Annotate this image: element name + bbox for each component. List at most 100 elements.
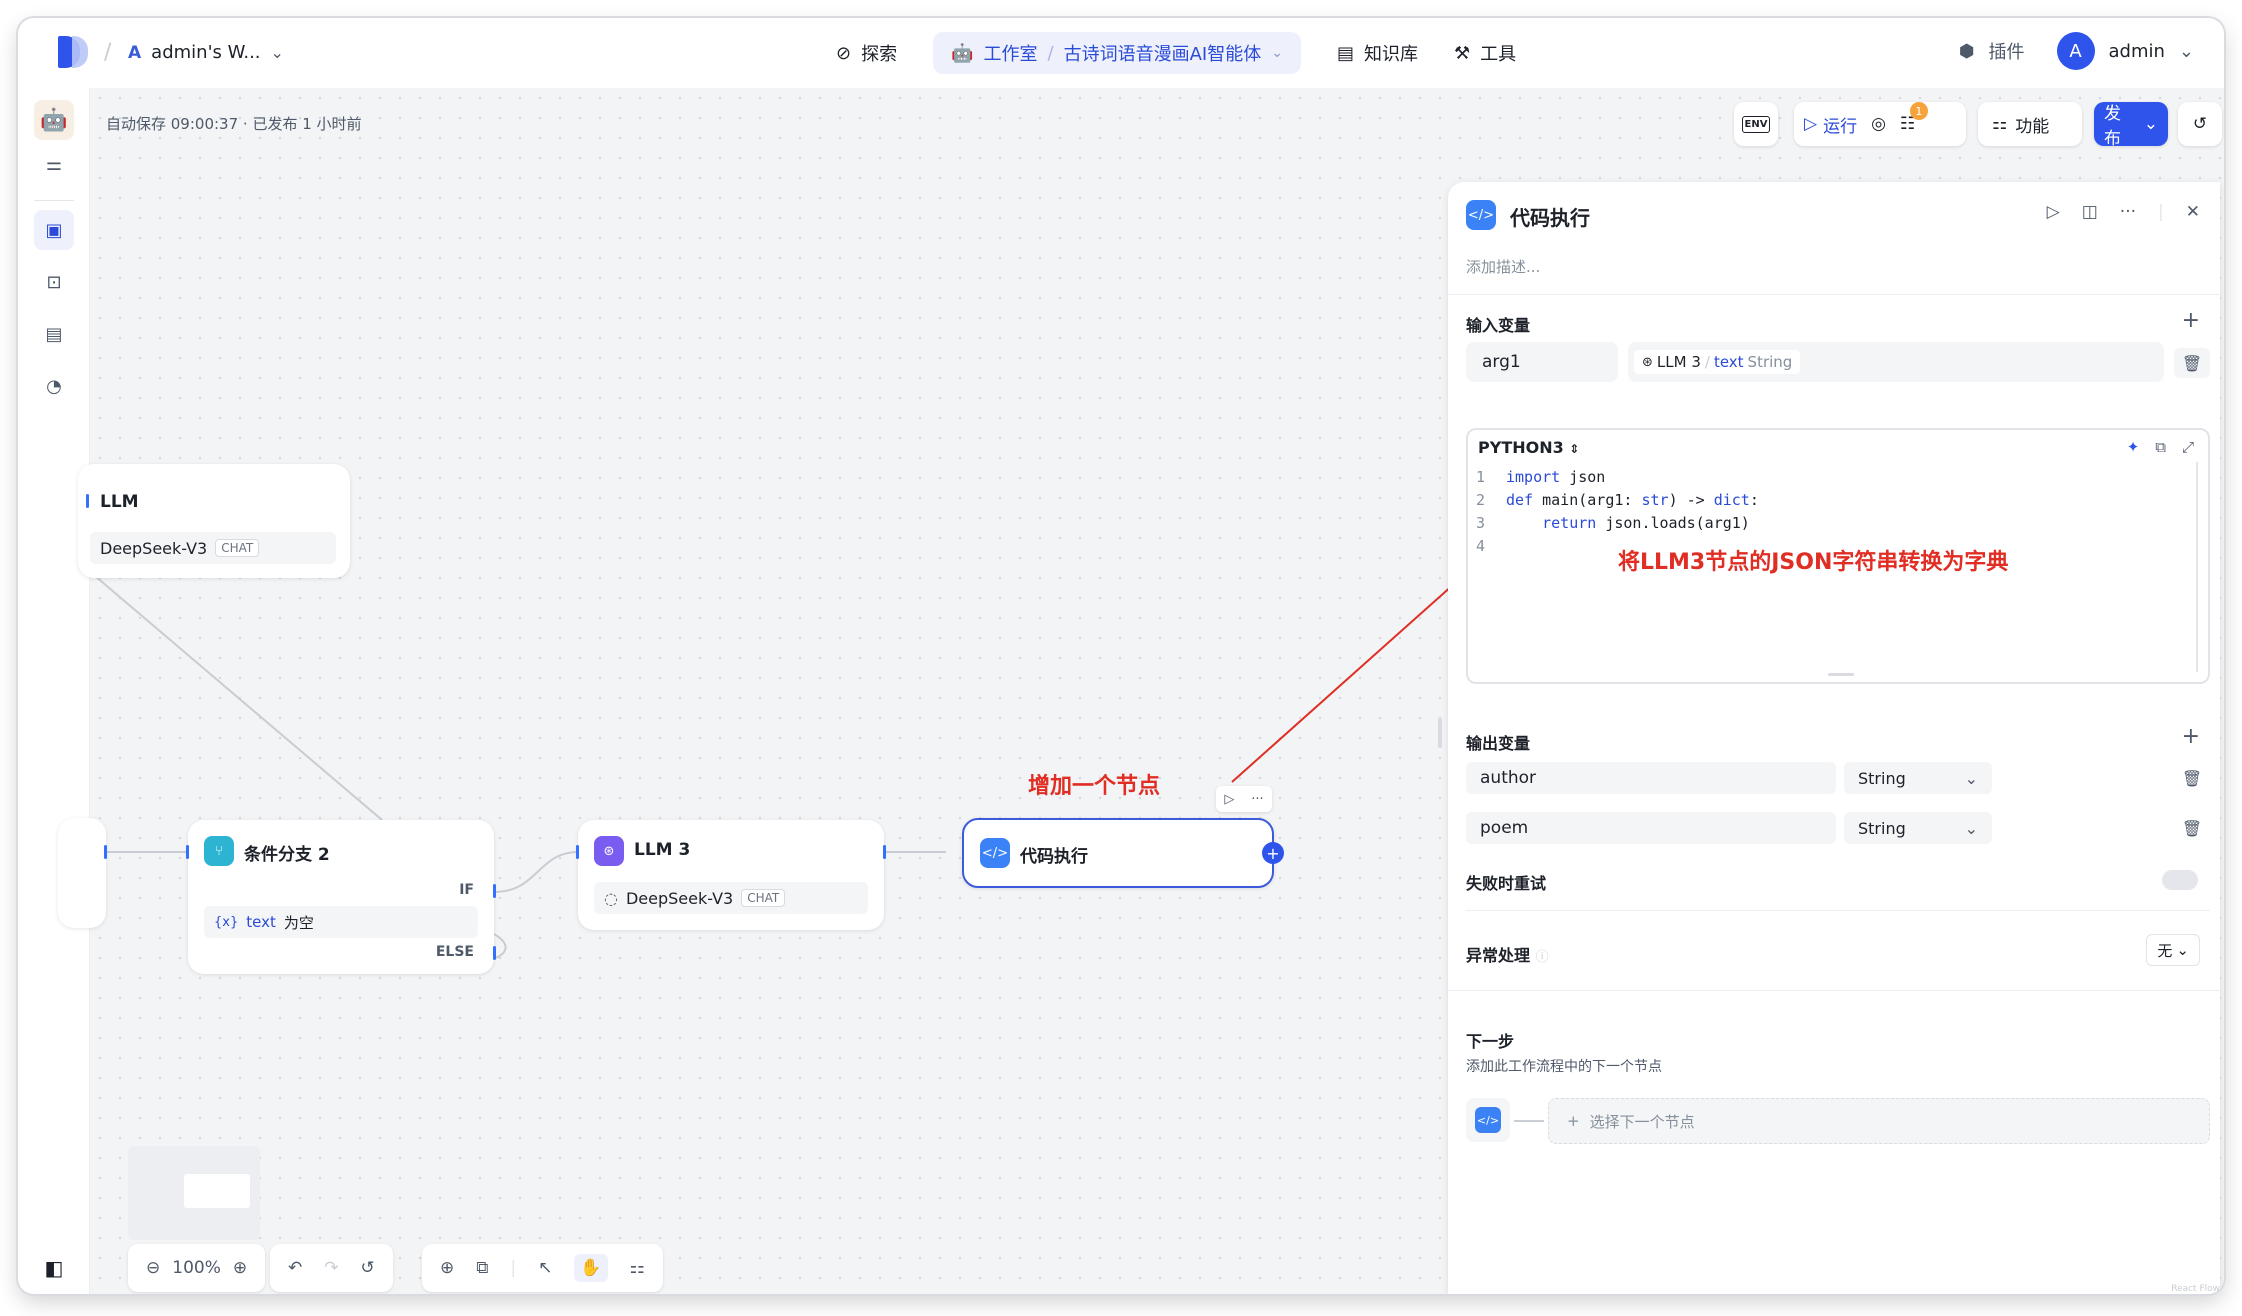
partial-node-left[interactable] (58, 818, 106, 928)
redo-icon[interactable]: ↷ (324, 1258, 339, 1278)
input-port[interactable] (86, 494, 89, 508)
chevron-down-icon[interactable]: ⌄ (2178, 40, 2194, 62)
input-ref-field[interactable]: ⊛ LLM 3 / text String (1628, 342, 2164, 382)
scrollbar[interactable] (2196, 462, 2198, 672)
avatar[interactable]: A (2056, 32, 2095, 70)
add-next-icon[interactable]: + (1262, 842, 1284, 864)
annotation-add-node: 增加一个节点 (1028, 774, 1161, 799)
retry-toggle[interactable] (2162, 870, 2198, 890)
undo-icon[interactable]: ↶ (288, 1258, 303, 1278)
condition-node[interactable]: ⑂ 条件分支 2 IF {x} text 为空 ELSE (186, 820, 496, 974)
panel-resize-handle[interactable] (1438, 718, 1442, 748)
zoom-level[interactable]: 100% (172, 1258, 221, 1278)
nav-knowledge[interactable]: ▤ 知识库 (1319, 32, 1436, 74)
agent-avatar-icon[interactable]: 🤖 (34, 100, 74, 140)
minimap[interactable] (128, 1146, 260, 1240)
terminal-icon[interactable]: ⊡ (46, 271, 62, 293)
input-port[interactable] (186, 845, 189, 859)
add-input-icon[interactable]: + (2181, 308, 2200, 333)
language-select[interactable]: PYTHON3 ⇕ (1478, 438, 1579, 457)
resize-handle[interactable] (1828, 673, 1854, 676)
workspace-switcher[interactable]: A admin's W... ⌄ (128, 42, 284, 63)
model-pill: ◌ DeepSeek-V3 CHAT (594, 882, 868, 914)
trash-icon[interactable]: 🗑 (2174, 348, 2210, 378)
input-name-field[interactable]: arg1 (1466, 342, 1618, 382)
nav-agent-label: 古诗词语音漫画AI智能体 (1063, 44, 1262, 65)
split-view-icon[interactable]: ◫ (2081, 202, 2098, 222)
input-ref-chip: ⊛ LLM 3 / text String (1634, 350, 1801, 374)
description-input[interactable]: 添加描述... (1466, 258, 1541, 276)
panel-title[interactable]: 代码执行 (1510, 206, 1590, 230)
next-step-desc: 添加此工作流程中的下一个节点 (1466, 1059, 1662, 1075)
more-icon[interactable]: ··· (1251, 791, 1264, 807)
nav-tools-label: 工具 (1480, 44, 1517, 65)
close-icon[interactable]: ✕ (2185, 202, 2200, 222)
history-controls: ↶ ↷ ↺ (270, 1244, 393, 1292)
gauge-icon[interactable]: ◔ (46, 375, 62, 397)
output-vars-label: 输出变量 (1466, 734, 1531, 753)
more-icon[interactable]: ··· (2119, 202, 2137, 222)
zoom-out-icon[interactable]: ⊖ (146, 1258, 161, 1278)
zoom-in-icon[interactable]: ⊕ (232, 1258, 248, 1278)
pointer-icon[interactable]: ↖ (538, 1258, 553, 1278)
add-output-icon[interactable]: + (2181, 724, 2200, 749)
output-type-select[interactable]: String⌄ (1844, 762, 1992, 794)
output-port[interactable] (883, 845, 886, 859)
copy-icon[interactable]: ⧉ (2155, 438, 2166, 456)
history-button[interactable]: ↺ (2178, 102, 2222, 146)
sparkle-icon[interactable]: ✦ (2126, 438, 2140, 456)
user-name[interactable]: admin (2108, 40, 2165, 62)
if-port[interactable] (493, 884, 496, 898)
code-node[interactable]: </> 代码执行 + (962, 818, 1284, 888)
code-line[interactable]: 4 (1476, 535, 1759, 558)
organize-icon[interactable]: ⚏ (629, 1258, 645, 1278)
play-icon[interactable]: ▷ (2046, 202, 2060, 222)
env-button[interactable]: ENV (1734, 102, 1778, 146)
llm3-node[interactable]: ⊛ LLM 3 ◌ DeepSeek-V3 CHAT (576, 820, 886, 930)
output-type: String (1858, 768, 1906, 788)
minimap-node (184, 1174, 250, 1208)
checklist-icon[interactable]: ☷ 1 (1900, 102, 1928, 134)
play-icon[interactable]: ▷ (1224, 791, 1235, 807)
nav-studio[interactable]: 🤖 工作室 / 古诗词语音漫画AI智能体 ⌄ (933, 32, 1301, 74)
publish-button[interactable]: 发布 ⌄ (2094, 102, 2168, 149)
error-handling-label: 异常处理 ⓘ (1466, 942, 1549, 966)
document-icon[interactable]: ▤ (45, 323, 63, 345)
trash-icon[interactable]: 🗑 (2181, 818, 2203, 838)
trash-icon[interactable]: 🗑 (2181, 768, 2203, 788)
plugins-link[interactable]: 插件 (1988, 42, 2025, 63)
else-port[interactable] (493, 946, 496, 960)
info-icon: ⓘ (1535, 950, 1549, 965)
nav-explore[interactable]: ⊘ 探索 (818, 32, 915, 74)
input-port[interactable] (576, 845, 579, 859)
hand-icon[interactable]: ✋ (574, 1254, 608, 1282)
workflow-icon[interactable]: ▣ (34, 210, 74, 250)
panel-actions: ▷ ◫ ··· | ✕ (2047, 202, 2200, 222)
output-name-field[interactable]: poem (1466, 812, 1836, 844)
panel-toggle-icon[interactable]: ◧ (44, 1256, 64, 1280)
llm-node-top[interactable]: LLM DeepSeek-V3 CHAT (78, 464, 350, 578)
select-next-node-button[interactable]: + 选择下一个节点 (1548, 1098, 2210, 1144)
output-type-select[interactable]: String⌄ (1844, 812, 1992, 844)
app-logo[interactable] (58, 36, 88, 68)
features-button[interactable]: ⚏ 功能 (1978, 102, 2082, 146)
debug-icon[interactable]: ◎ (1871, 114, 1886, 134)
output-port[interactable] (104, 845, 107, 859)
nav-tools[interactable]: ⚒ 工具 (1436, 32, 1534, 74)
connector-line (1514, 1120, 1544, 1122)
branch-icon: ⑂ (204, 836, 234, 866)
error-handling-select[interactable]: 无 ⌄ (2146, 934, 2200, 966)
auto-layout-icon[interactable]: ⧉ (476, 1258, 489, 1278)
code-line[interactable]: 3 return json.loads(arg1) (1476, 512, 1759, 535)
history-icon[interactable]: ↺ (360, 1258, 375, 1278)
output-name-field[interactable]: author (1466, 762, 1836, 794)
top-bar: / A admin's W... ⌄ ⊘ 探索 🤖 工作室 / 古诗词语音漫画A… (18, 18, 2224, 88)
expand-icon[interactable]: ⤢ (2181, 438, 2194, 456)
settings-sliders-icon[interactable]: ⚌ (45, 153, 63, 175)
run-button[interactable]: ▷ 运行 (1804, 112, 1857, 137)
add-node-icon[interactable]: ⊕ (440, 1258, 455, 1278)
